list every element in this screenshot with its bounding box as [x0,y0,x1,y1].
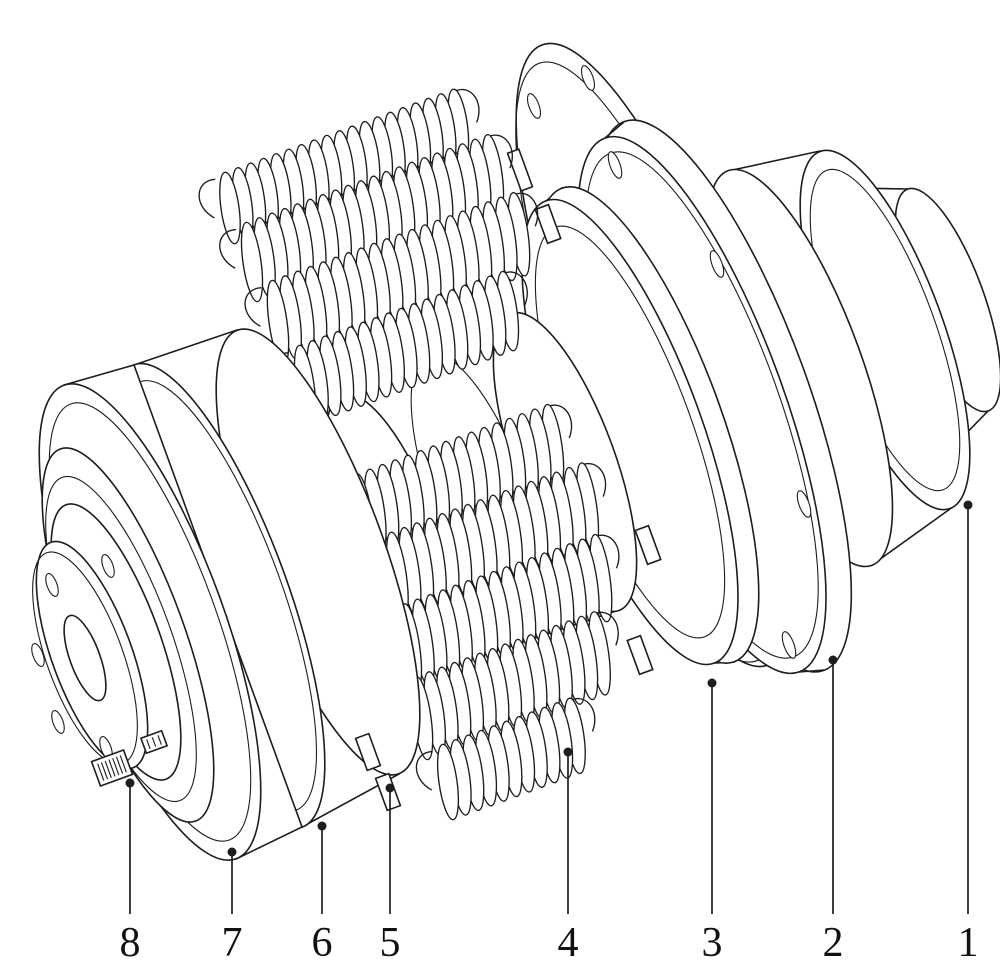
leader-dot [964,501,973,510]
callout-label-2: 2 [823,920,844,966]
callout-label-5: 5 [380,920,401,966]
leader-dot [126,779,135,788]
callout-label-3: 3 [702,920,723,966]
leader-dot [564,748,573,757]
callout-label-6: 6 [312,920,333,966]
leader-dot [386,784,395,793]
leader-dot [228,848,237,857]
callout-label-8: 8 [120,920,141,966]
leader-dot [829,656,838,665]
leader-dot [318,822,327,831]
callout-label-1: 1 [958,920,979,966]
leader-dot [708,679,717,688]
callout-label-7: 7 [222,920,243,966]
callout-label-4: 4 [558,920,579,966]
